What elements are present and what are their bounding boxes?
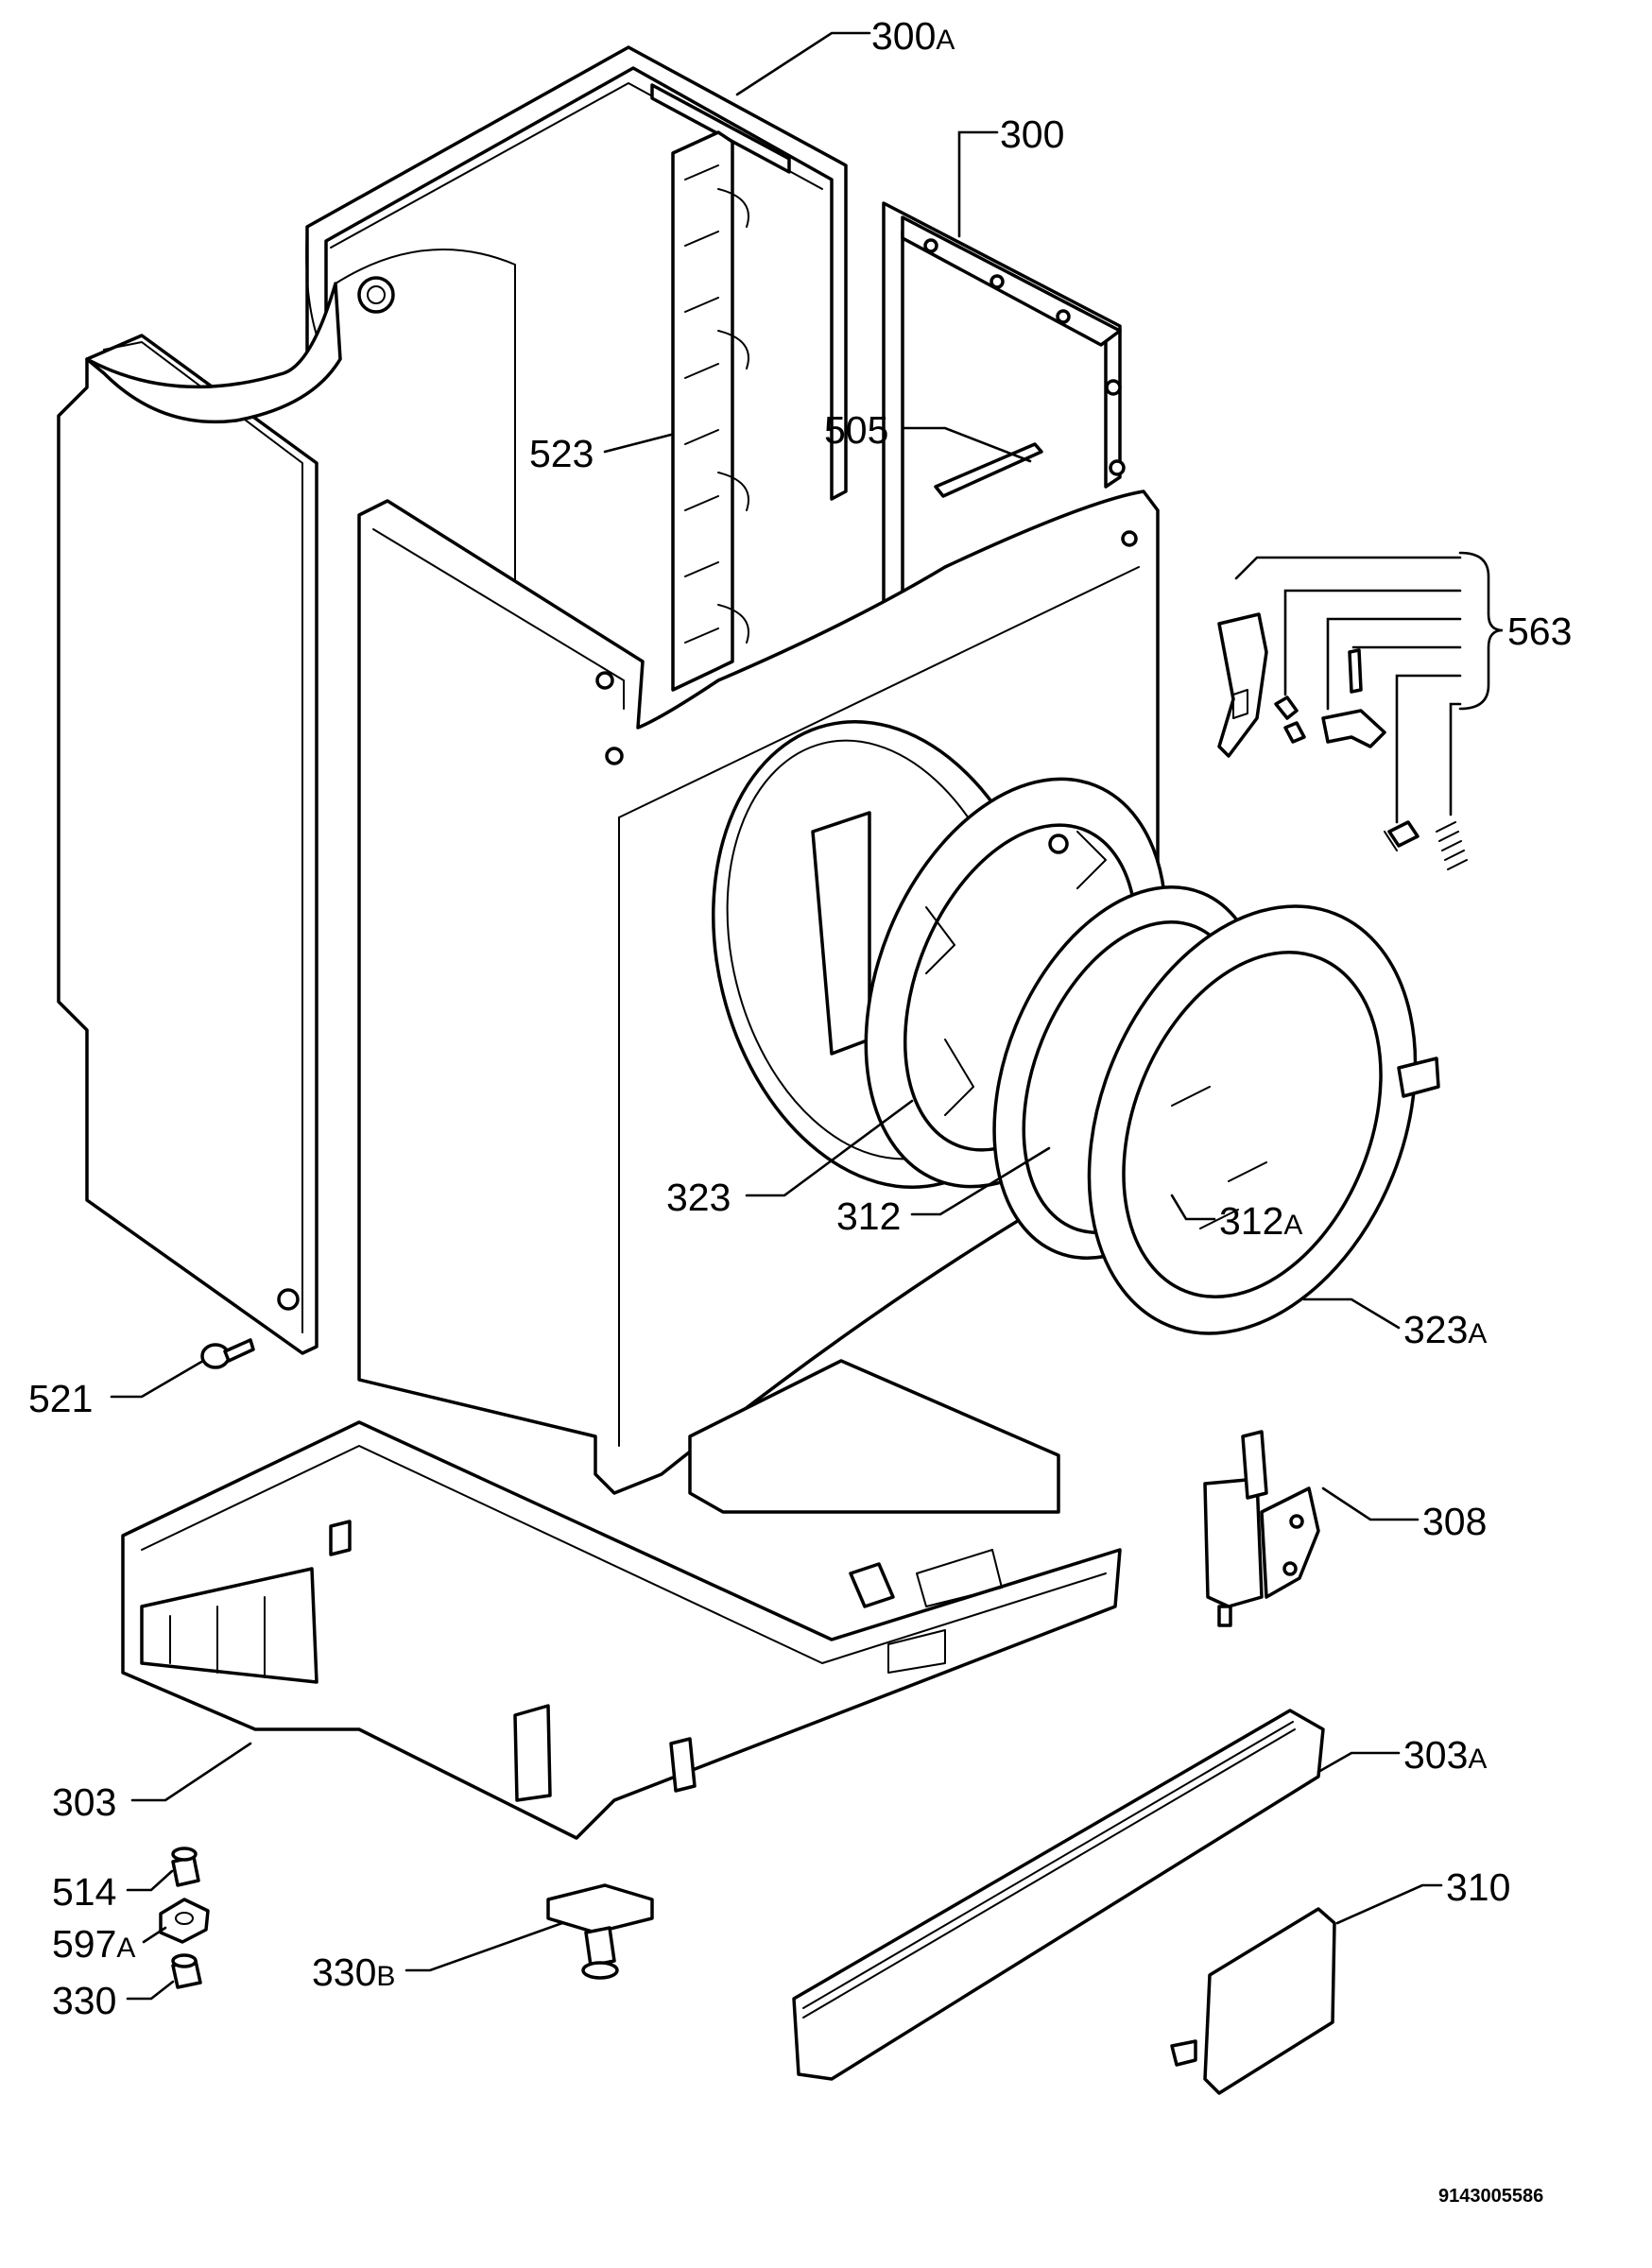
label-330B: 330B xyxy=(312,1950,395,1994)
label-308: 308 xyxy=(1422,1500,1487,1543)
leader-310 xyxy=(1335,1883,1443,1925)
label-597A: 597A xyxy=(52,1922,135,1966)
leader-563-c xyxy=(1326,617,1462,711)
base-kick-panel xyxy=(792,1709,1325,2081)
latch-screw xyxy=(1387,820,1420,848)
filter-cover-flap xyxy=(1170,1907,1336,2095)
leader-300A xyxy=(735,31,871,96)
latch-lever xyxy=(1321,709,1386,748)
leader-330 xyxy=(126,1980,175,2001)
cabinet-left-side-panel xyxy=(57,282,342,1355)
label-523: 523 xyxy=(529,432,594,475)
label-312A: 312A xyxy=(1219,1199,1302,1243)
inner-mounting-rail xyxy=(671,130,749,692)
label-323A: 323A xyxy=(1403,1308,1487,1351)
leader-303 xyxy=(130,1742,252,1802)
label-312: 312 xyxy=(836,1194,901,1238)
cabinet-base-frame xyxy=(121,1420,1122,1840)
leader-330B xyxy=(404,1921,564,1972)
cabinet-right-frame xyxy=(882,201,1126,730)
part-labels: 300A 300 523 505 563 323 312 312A 323A 5… xyxy=(28,14,1572,2022)
foot-screw xyxy=(171,1847,200,1887)
leader-523 xyxy=(603,433,673,454)
latch-spring xyxy=(1436,821,1468,870)
label-300: 300 xyxy=(1000,112,1064,156)
adjustable-foot xyxy=(546,1883,654,1980)
leader-303A xyxy=(1316,1751,1401,1774)
rear-frame-bolt-hole xyxy=(357,276,395,314)
label-303: 303 xyxy=(52,1780,116,1824)
leader-505 xyxy=(901,426,1032,463)
leader-323A xyxy=(1302,1297,1401,1330)
leader-514 xyxy=(126,1869,174,1892)
left-panel-screw-hole xyxy=(277,1288,300,1311)
foot-nut xyxy=(159,1898,210,1944)
label-505: 505 xyxy=(824,408,888,452)
label-521: 521 xyxy=(28,1377,93,1420)
door-hinge xyxy=(1203,1430,1320,1627)
label-310: 310 xyxy=(1446,1865,1510,1909)
label-303A: 303A xyxy=(1403,1733,1487,1777)
label-514: 514 xyxy=(52,1870,116,1914)
leader-521 xyxy=(110,1359,205,1399)
leader-lines xyxy=(110,31,1504,2001)
leader-323 xyxy=(745,1099,914,1197)
door-rod xyxy=(934,442,1043,498)
leader-597A xyxy=(142,1926,167,1944)
latch-pin xyxy=(1348,648,1363,694)
bracket-563 xyxy=(1458,551,1504,711)
door-latch-kit xyxy=(1217,612,1468,870)
label-323: 323 xyxy=(666,1176,731,1219)
document-number: 9143005586 xyxy=(1438,2186,1543,2207)
leader-312A xyxy=(1170,1194,1216,1221)
label-330: 330 xyxy=(52,1979,116,2022)
label-300A: 300A xyxy=(871,14,955,58)
leader-308 xyxy=(1321,1486,1420,1521)
leader-312 xyxy=(910,1146,1051,1216)
latch-plate xyxy=(1217,612,1268,758)
leader-563-f xyxy=(1449,702,1462,816)
door-outer-ring xyxy=(1087,904,1440,1335)
leader-300 xyxy=(957,130,999,238)
label-563: 563 xyxy=(1507,610,1572,653)
leader-563-e xyxy=(1395,674,1462,824)
leader-563-b xyxy=(1283,589,1462,696)
side-panel-screw xyxy=(200,1338,255,1369)
foot-bolt xyxy=(171,1953,202,1989)
leader-563-a xyxy=(1234,556,1462,580)
